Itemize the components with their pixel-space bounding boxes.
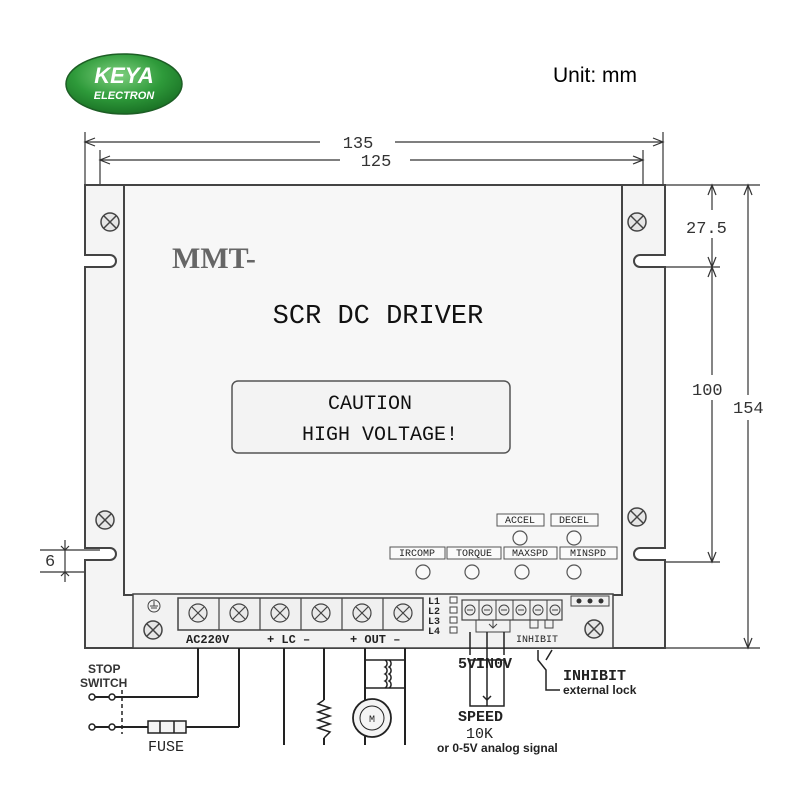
- pot-label-maxspd: MAXSPD: [512, 549, 548, 560]
- led-label-l1: L1: [428, 597, 440, 608]
- dim-154-label: 154: [733, 400, 764, 419]
- width-dimension-135: [83, 132, 665, 185]
- pot-label-minspd: MINSPD: [570, 549, 606, 560]
- led-indicator: [449, 626, 458, 634]
- keya-logo: KEYA ELECTRON: [65, 53, 183, 115]
- pot-label-accel: ACCEL: [505, 516, 535, 527]
- inhibit-label: INHIBIT: [563, 668, 626, 685]
- pot-knob-accel[interactable]: [512, 530, 528, 546]
- control-screw-icon[interactable]: [464, 604, 476, 616]
- pot-label-decel: DECEL: [559, 516, 589, 527]
- stop-switch-icon: [88, 690, 123, 734]
- control-screw-icon[interactable]: [515, 604, 527, 616]
- control-screw-icon[interactable]: [498, 604, 510, 616]
- driver-title: SCR DC DRIVER: [273, 302, 484, 332]
- led-indicator: [449, 616, 458, 624]
- inhibit-terminal-label: INHIBIT: [516, 635, 558, 646]
- led-label-l4: L4: [428, 627, 440, 638]
- mounting-screw-icon: [627, 507, 647, 527]
- stop-label: STOP: [88, 662, 120, 676]
- mounting-screw-icon: [143, 620, 163, 640]
- terminal-screw-icon[interactable]: [188, 603, 208, 623]
- unit-label: Unit: mm: [553, 64, 637, 87]
- terminal-screw-icon[interactable]: [311, 603, 331, 623]
- terminal-screw-icon[interactable]: [270, 603, 290, 623]
- pot-knob-ircomp[interactable]: [415, 564, 431, 580]
- logo-text-keya: KEYA: [94, 63, 154, 88]
- speed-10k-label: 10K: [466, 726, 493, 743]
- control-screw-icon[interactable]: [481, 604, 493, 616]
- logo-text-electron: ELECTRON: [94, 90, 156, 102]
- motor-label: M: [369, 715, 375, 726]
- control-screw-icon[interactable]: [549, 604, 561, 616]
- terminal-label-out: + OUT –: [350, 633, 400, 647]
- mounting-screw-icon: [627, 212, 647, 232]
- inductor-icon: [365, 659, 405, 689]
- model-label: MMT-: [172, 242, 256, 275]
- led-label-l3: L3: [428, 617, 440, 628]
- caution-box: [231, 380, 511, 454]
- led-indicator: [449, 606, 458, 614]
- speed-label: SPEED: [458, 709, 503, 726]
- mounting-screw-icon: [100, 212, 120, 232]
- switch-label: SWITCH: [80, 676, 127, 690]
- jumper-header: [570, 595, 610, 607]
- mounting-screw-icon: [95, 510, 115, 530]
- pot-knob-decel[interactable]: [566, 530, 582, 546]
- mounting-screw-icon: [584, 619, 604, 639]
- pot-pin-labels: 5VIN0V: [458, 656, 512, 673]
- dim-100-label: 100: [692, 382, 723, 401]
- dim-27-5-label: 27.5: [686, 220, 727, 239]
- control-screw-icon[interactable]: [532, 604, 544, 616]
- fuse-icon: [147, 720, 187, 734]
- pot-knob-minspd[interactable]: [566, 564, 582, 580]
- terminal-screw-icon[interactable]: [393, 603, 413, 623]
- pot-label-ircomp: IRCOMP: [399, 549, 435, 560]
- high-voltage-text: HIGH VOLTAGE!: [302, 424, 458, 447]
- terminal-screw-icon[interactable]: [229, 603, 249, 623]
- motor-icon: M: [352, 698, 392, 745]
- caution-text: CAUTION: [328, 393, 412, 416]
- power-terminal-block: [177, 597, 424, 631]
- terminal-screw-icon[interactable]: [352, 603, 372, 623]
- pot-knob-maxspd[interactable]: [514, 564, 530, 580]
- analog-signal-label: or 0-5V analog signal: [437, 741, 558, 755]
- external-lock-label: external lock: [563, 683, 637, 697]
- ground-icon: [147, 599, 161, 613]
- dim-6-label: 6: [45, 553, 55, 572]
- width-dimension-125: [98, 150, 645, 185]
- led-label-l2: L2: [428, 607, 440, 618]
- dim-135-label: 135: [343, 135, 374, 154]
- dim-125-label: 125: [361, 153, 392, 172]
- resistor-icon: [315, 699, 333, 739]
- fuse-label: FUSE: [148, 739, 184, 756]
- pot-label-torque: TORQUE: [456, 549, 492, 560]
- height-dimensions: [665, 183, 760, 650]
- terminal-label-lc: + LC –: [267, 633, 310, 647]
- terminal-label-ac220v: AC220V: [186, 633, 230, 647]
- pot-knob-torque[interactable]: [464, 564, 480, 580]
- led-indicator: [449, 596, 458, 604]
- speed-pot-wiring: [469, 632, 560, 707]
- control-terminal-block: INHIBIT: [461, 599, 563, 646]
